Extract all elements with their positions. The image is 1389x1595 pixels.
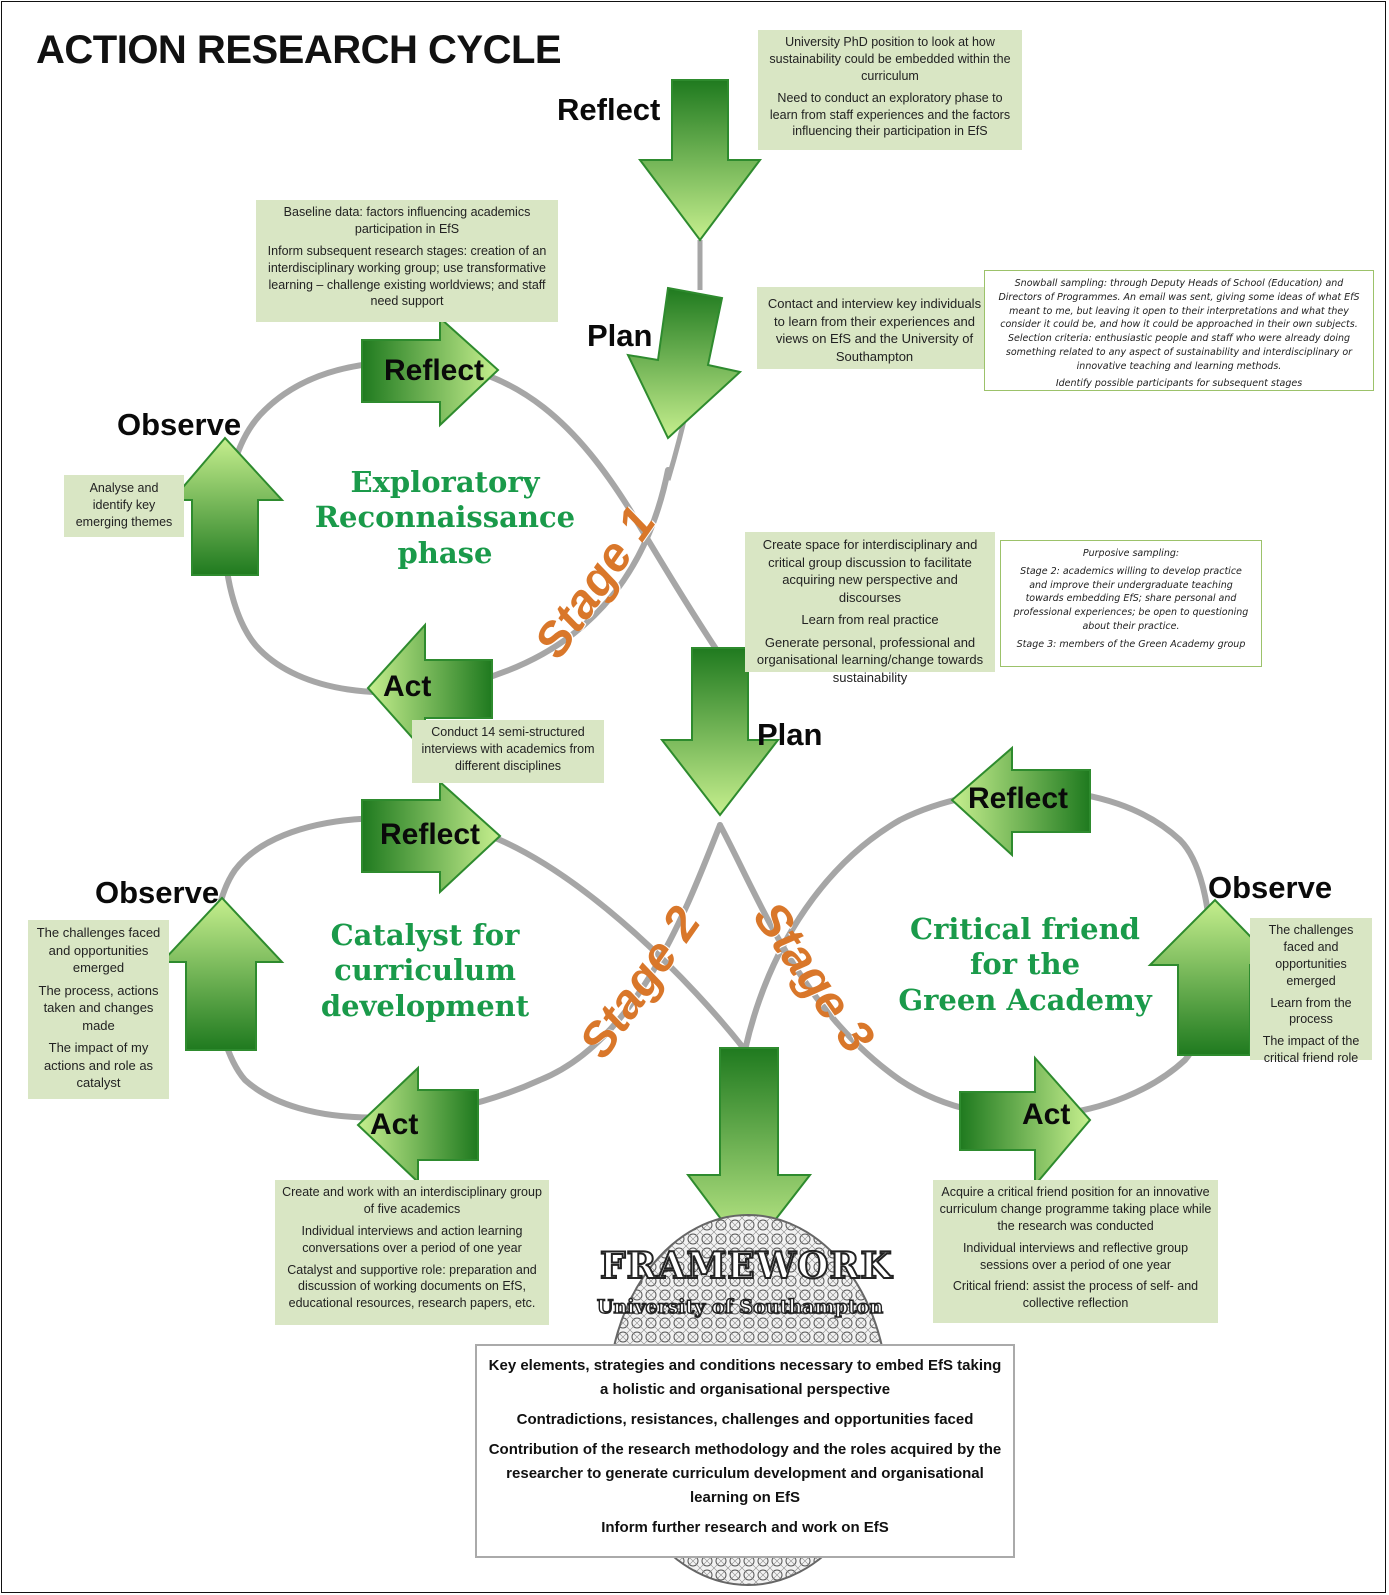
box-text: Inform subsequent research stages: creat… (267, 243, 547, 309)
phase-stage1: Exploratory Reconnaissance phase (300, 465, 590, 571)
label-act-s2: Act (370, 1108, 419, 1141)
box-s1-reflect: Baseline data: factors influencing acade… (256, 200, 558, 322)
box-text: The challenges faced and opportunities e… (36, 925, 161, 976)
box-s2-act: Create and work with an interdisciplinar… (275, 1180, 549, 1325)
box-text: The challenges faced and opportunities e… (1268, 923, 1354, 988)
box-text: Baseline data: factors influencing acade… (283, 205, 531, 236)
label-observe-s1: Observe (117, 407, 242, 442)
arrow-reflect-top (638, 79, 762, 242)
phase-stage2-line1: Catalyst for (330, 918, 520, 952)
phase-stage3: Critical friend for the Green Academy (880, 912, 1170, 1018)
phase-stage2: Catalyst for curriculum development (290, 918, 560, 1024)
label-plan-top: Plan (587, 318, 653, 353)
note-purposive-sampling: Purposive sampling: Stage 2: academics w… (1000, 540, 1262, 667)
framework-item: Inform further research and work on EfS (601, 1519, 889, 1536)
box-text: Individual interviews and reflective gro… (962, 1240, 1189, 1272)
arrow-observe-s2 (159, 896, 285, 1051)
arrow-reflect-s2 (361, 779, 502, 895)
arrow-reflect-s1 (361, 315, 500, 428)
label-reflect-s1: Reflect (384, 354, 485, 387)
framework-item: Contradictions, resistances, challenges … (516, 1411, 974, 1428)
arrow-reflect-s3 (950, 745, 1091, 858)
box-s1-observe: Analyse and identify key emerging themes (64, 475, 184, 537)
note-text: Stage 3: members of the Green Academy gr… (1016, 638, 1246, 650)
box-text: Create space for interdisciplinary and c… (762, 537, 978, 605)
arrow-plan-top (626, 286, 743, 440)
phase-stage3-line1: Critical friend (910, 912, 1140, 946)
note-text: Identify possible participants for subse… (1055, 378, 1303, 390)
phase-stage3-line3: Green Academy (898, 982, 1152, 1017)
page-title: ACTION RESEARCH CYCLE (36, 28, 562, 72)
box-top-reflect: University PhD position to look at how s… (758, 30, 1022, 150)
stage1-loop (221, 358, 723, 696)
box-text: University PhD position to look at how s… (769, 35, 1011, 83)
box-text: The impact of the critical friend role (1262, 1034, 1360, 1066)
label-reflect-s3: Reflect (968, 782, 1069, 815)
note-text: Snowball sampling: through Deputy Heads … (998, 278, 1360, 372)
phase-stage1-line2: Reconnaissance (314, 500, 576, 535)
framework-title: FRAMEWORK (599, 1244, 893, 1288)
label-observe-s2: Observe (95, 875, 220, 910)
note-text: Stage 2: academics willing to develop pr… (1013, 565, 1249, 632)
framework-subtitle: University of Southampton (596, 1295, 884, 1318)
arrow-act-s1 (366, 622, 493, 755)
box-text: Contact and interview key individuals to… (767, 296, 982, 364)
phase-stage3-line2: for the (969, 947, 1081, 982)
box-text: The process, actions taken and changes m… (38, 982, 159, 1033)
box-text: Acquire a critical friend position for a… (939, 1185, 1212, 1233)
box-text: Analyse and identify key emerging themes (75, 481, 173, 529)
phase-stage2-line2: curriculum (334, 953, 516, 988)
label-reflect-top: Reflect (557, 92, 661, 127)
framework-item: Contribution of the research methodology… (488, 1441, 1002, 1506)
box-text: Critical friend: assist the process of s… (952, 1279, 1199, 1311)
label-observe-s3: Observe (1208, 870, 1333, 905)
box-s3-act: Acquire a critical friend position for a… (933, 1180, 1218, 1323)
arrow-observe-s1 (169, 436, 285, 576)
arrow-framework (686, 1047, 813, 1257)
box-plan-top: Contact and interview key individuals to… (757, 287, 992, 369)
label-reflect-s2: Reflect (380, 818, 481, 851)
box-text: Create and work with an interdisciplinar… (282, 1185, 542, 1216)
box-text: Need to conduct an exploratory phase to … (769, 90, 1011, 139)
phase-stage1-line1: Exploratory (350, 465, 540, 499)
label-act-s3: Act (1022, 1098, 1071, 1131)
phase-stage1-line3: phase (397, 535, 493, 570)
box-text: Learn from real practice (801, 612, 939, 628)
note-snowball-sampling: Snowball sampling: through Deputy Heads … (984, 270, 1374, 391)
arrow-act-s2 (356, 1065, 479, 1185)
box-text: The impact of my actions and role as cat… (43, 1040, 154, 1091)
box-s3-observe: The challenges faced and opportunities e… (1250, 918, 1372, 1065)
framework-item: Key elements, strategies and conditions … (488, 1357, 1002, 1398)
box-plan-mid: Create space for interdisciplinary and c… (745, 532, 995, 685)
note-text: Purposive sampling: (1082, 548, 1180, 559)
arrow-act-s3 (959, 1055, 1092, 1188)
box-text: Generate personal, professional and orga… (756, 634, 984, 685)
label-plan-mid: Plan (757, 717, 823, 752)
box-text: Conduct 14 semi-structured interviews wi… (421, 725, 595, 773)
framework-box: Key elements, strategies and conditions … (475, 1344, 1015, 1558)
phase-stage2-line3: development (320, 988, 530, 1023)
box-text: Learn from the process (1270, 995, 1352, 1027)
box-text: Catalyst and supportive role: preparatio… (287, 1262, 537, 1311)
label-act-s1: Act (383, 670, 432, 703)
box-s2-observe: The challenges faced and opportunities e… (28, 920, 169, 1099)
box-text: Individual interviews and action learnin… (301, 1223, 523, 1255)
box-s1-act: Conduct 14 semi-structured interviews wi… (412, 720, 604, 783)
